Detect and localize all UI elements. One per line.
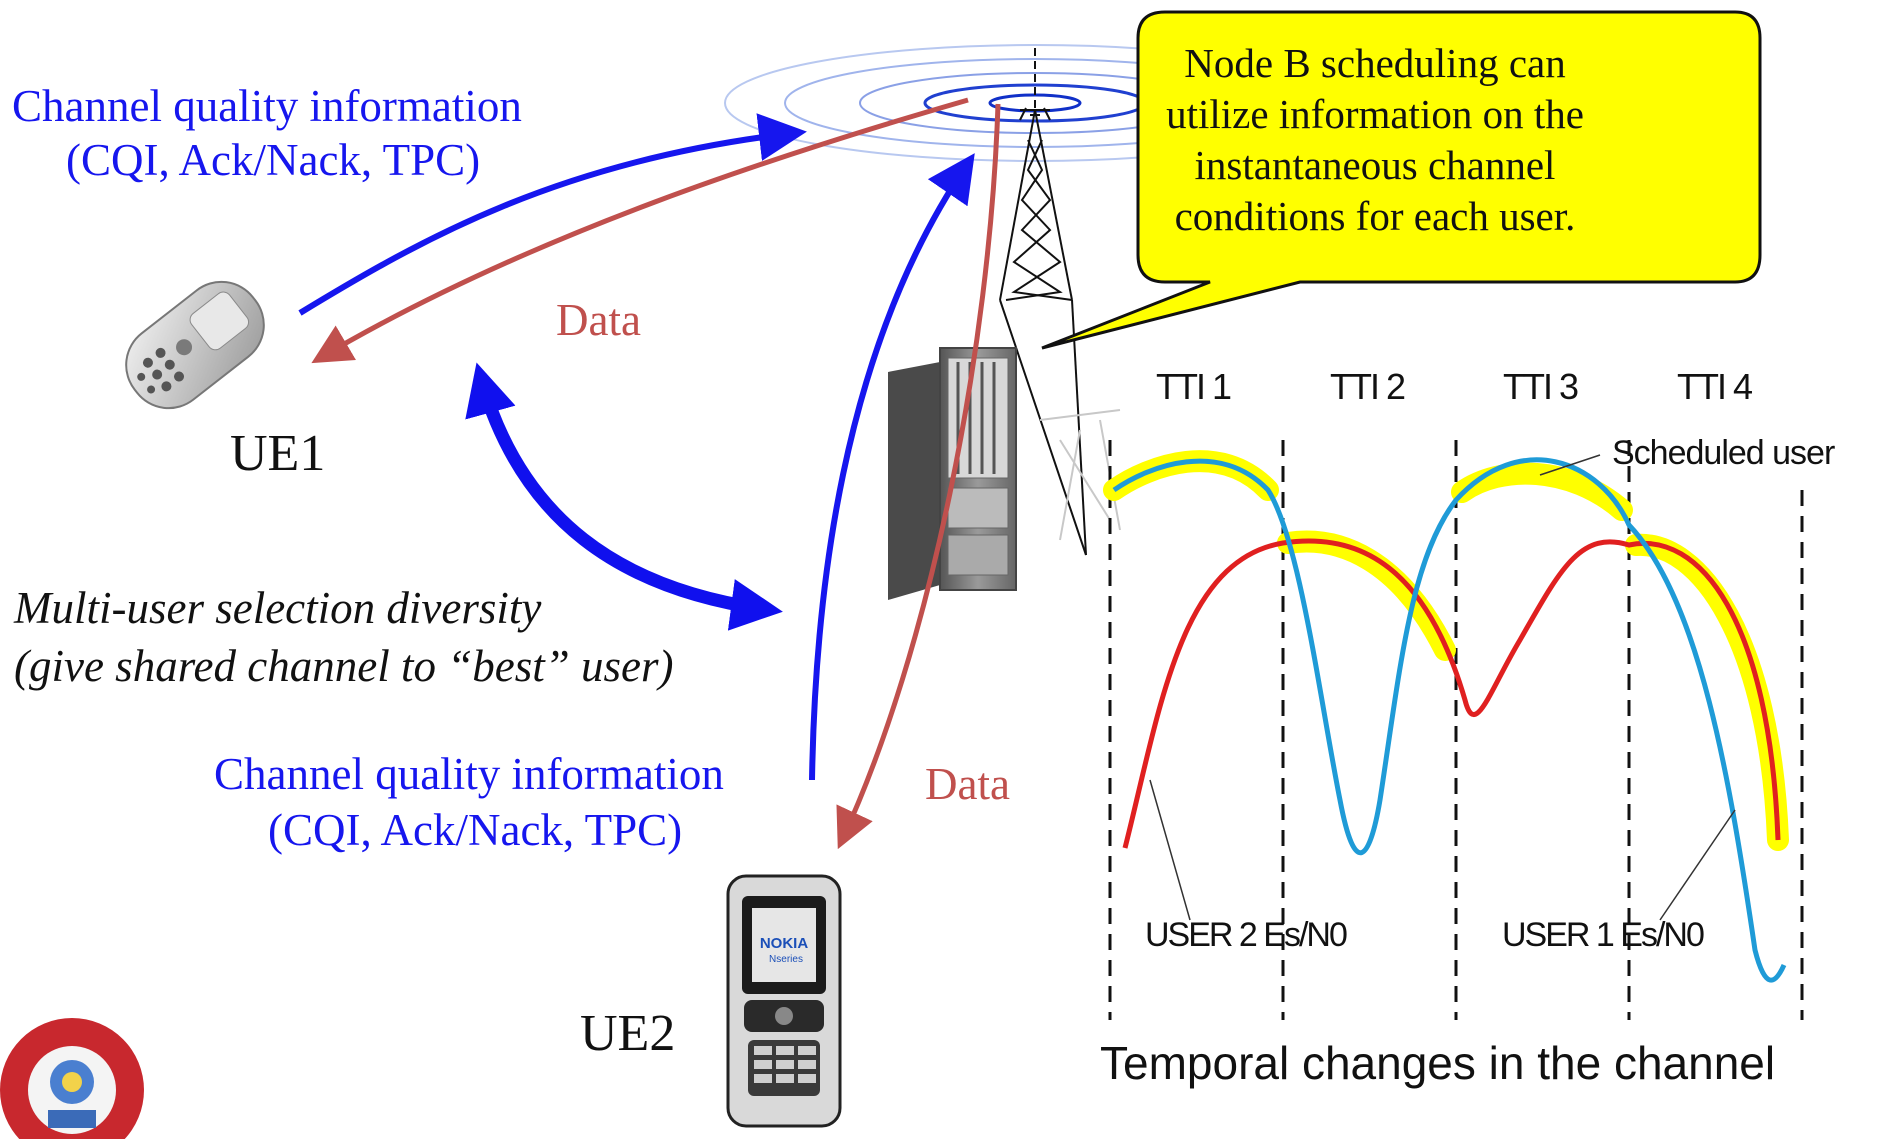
tti-label-3: TTI 3 <box>1503 366 1579 407</box>
diversity-label-line2: (give shared channel to “best” user) <box>14 641 674 691</box>
chart-caption: Temporal changes in the channel <box>1100 1037 1776 1089</box>
antenna-tower-icon <box>999 48 1087 556</box>
leader-lines <box>1149 454 1736 921</box>
callout-line: utilize information on the <box>1166 91 1584 137</box>
diversity-label-line1: Multi-user selection diversity <box>14 583 542 633</box>
background-tower-sketch <box>1039 409 1121 541</box>
tti-boundaries <box>1108 440 1804 1020</box>
ue1-data-arrow <box>311 97 969 364</box>
tti-label-2: TTI 2 <box>1330 366 1406 407</box>
scheduled-user-label: Scheduled user <box>1612 434 1835 472</box>
ue1-feedback-arrow <box>298 113 807 316</box>
callout-text: Node B scheduling can utilize informatio… <box>1140 38 1610 242</box>
phone-icon <box>125 280 265 410</box>
ue1-feedback-label-line2: (CQI, Ack/Nack, TPC) <box>66 135 481 185</box>
ue2-data-label: Data <box>925 759 1010 809</box>
ue1-feedback-label-line1: Channel quality information <box>12 81 522 131</box>
callout-line: instantaneous channel <box>1194 142 1556 188</box>
ue2-feedback-arrow <box>809 153 975 781</box>
ue2-label: UE2 <box>580 1005 676 1062</box>
phone-brand-text: NOKIA <box>760 935 809 952</box>
ue1-data-label: Data <box>556 295 641 345</box>
ue2-feedback-label-line1: Channel quality information <box>214 749 724 799</box>
tti-label-1: TTI 1 <box>1156 366 1232 407</box>
user2-es-n0-curve <box>1122 538 1781 849</box>
ue2-feedback-label-line2: (CQI, Ack/Nack, TPC) <box>268 805 683 855</box>
user1-es-n0-curve <box>1112 457 1787 983</box>
university-logo-icon <box>0 1018 144 1139</box>
tti-label-4: TTI 4 <box>1677 366 1753 407</box>
ue2-data-arrow <box>836 103 1001 850</box>
selection-diversity-arrow <box>465 362 783 631</box>
user1-curve-label: USER 1 Es/N0 <box>1502 916 1705 954</box>
user2-curve-label: USER 2 Es/N0 <box>1145 916 1348 954</box>
callout-line: conditions for each user. <box>1174 193 1576 239</box>
callout-line: Node B scheduling can <box>1184 40 1566 86</box>
ue1-label: UE1 <box>230 425 326 482</box>
base-station-icon <box>888 347 1017 600</box>
mobile-phone-icon: NOKIA Nseries <box>726 874 842 1128</box>
phone-series-text: Nseries <box>769 954 803 965</box>
callout-bubble <box>1041 10 1762 350</box>
